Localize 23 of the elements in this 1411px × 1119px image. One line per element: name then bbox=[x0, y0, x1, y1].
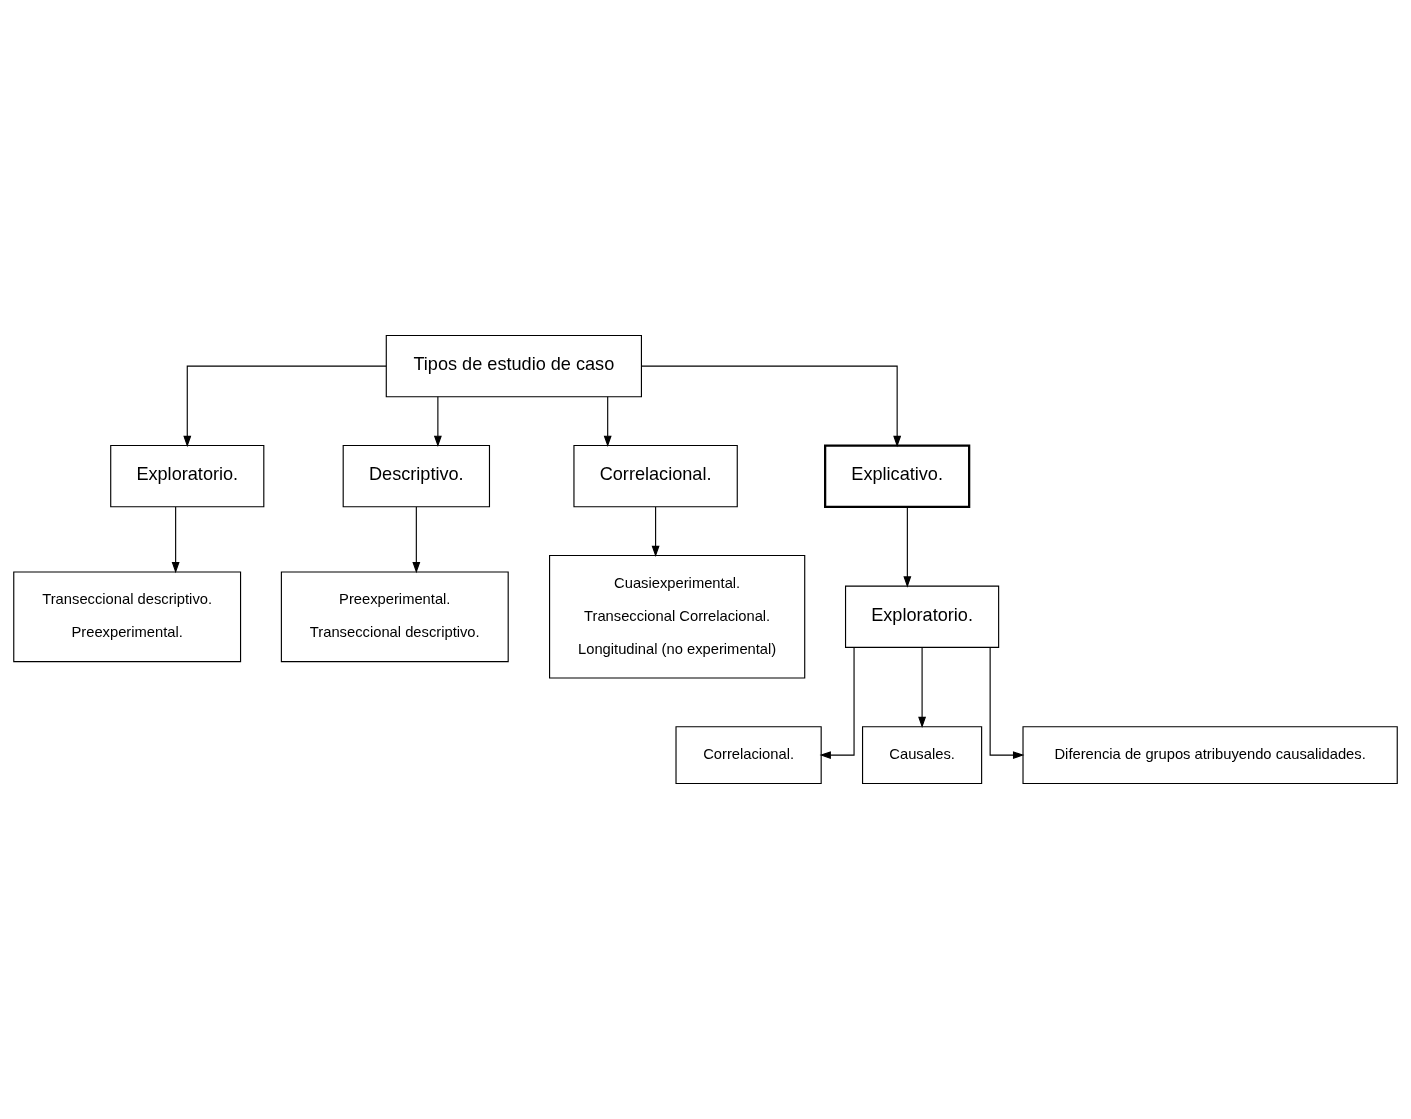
arrow bbox=[412, 506, 421, 574]
node-box: Transeccional descriptivo. Preexperimental. bbox=[13, 571, 242, 663]
node-box: Preexperimental. Transeccional descriptivo. bbox=[280, 571, 509, 663]
arrow bbox=[819, 646, 855, 760]
arrow bbox=[171, 506, 180, 574]
arrow bbox=[183, 365, 387, 448]
arrow bbox=[640, 365, 902, 448]
node-box: Diferencia de grupos atribuyendo causalidades. bbox=[1022, 726, 1398, 785]
node-box: Exploratorio. bbox=[845, 585, 1000, 648]
node-box: Causales. bbox=[862, 726, 983, 785]
node-box: Exploratorio. bbox=[110, 444, 265, 508]
arrow bbox=[433, 396, 442, 447]
node-box: Tipos de estudio de caso bbox=[385, 334, 642, 398]
arrow bbox=[989, 646, 1025, 760]
arrow bbox=[918, 646, 927, 729]
arrow bbox=[903, 506, 912, 588]
arrow bbox=[651, 506, 660, 558]
node-box: Correlacional. bbox=[675, 726, 822, 785]
node-box: Explicativo. bbox=[824, 444, 971, 508]
node-box: Descriptivo. bbox=[342, 444, 491, 508]
node-box: Correlacional. bbox=[573, 444, 738, 508]
arrow bbox=[603, 396, 612, 447]
node-box: Cuasiexperimental. Transeccional Correlacional. Longitudinal (no experimental) bbox=[549, 554, 806, 679]
